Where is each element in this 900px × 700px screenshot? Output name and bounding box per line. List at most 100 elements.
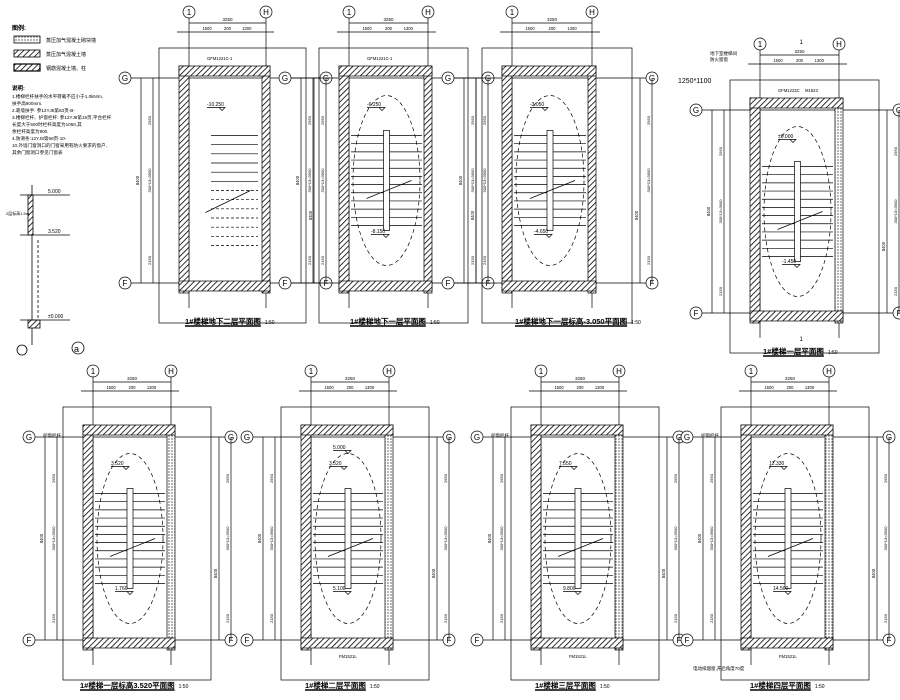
note-line: 4.防滑条:12YJ8第68页-10- — [12, 135, 67, 142]
dimension-text: 2950 — [225, 473, 230, 483]
dimension-text: 300*13=3900 — [893, 199, 898, 224]
detail-label: 2层标高1.5m — [6, 210, 30, 216]
dimension-text: 3250 — [345, 376, 356, 381]
dimension-text: 300*13=3900 — [51, 526, 56, 551]
axis-label: 1 — [91, 367, 96, 376]
dimension-text: 2150 — [718, 286, 723, 296]
axis-label: F — [446, 279, 451, 288]
axis-label: F — [887, 636, 892, 645]
dimension-text: 300*13=3900 — [718, 199, 723, 224]
axis-bubble — [16, 344, 28, 356]
wall-top — [338, 65, 433, 77]
elevation-symbol — [333, 450, 352, 454]
door-label: GFM1221C-1 — [207, 56, 233, 61]
dimension-text: 300*13=3900 — [709, 526, 714, 551]
plan-scale: 1:50 — [631, 320, 641, 326]
plan-scale: 1:50 — [265, 320, 275, 326]
annotation: 地下室楼梯间 — [710, 50, 737, 57]
dimension-text: 2950 — [883, 473, 888, 483]
axis-bubble — [182, 5, 196, 19]
dimension-text: 2150 — [51, 613, 56, 623]
wall-top — [740, 424, 834, 436]
outline — [280, 406, 430, 681]
axis-bubble — [832, 37, 846, 51]
break-line — [557, 538, 604, 557]
axis-bubble — [505, 5, 519, 19]
elevation-mark: 14.500 — [773, 586, 789, 592]
axis-bubble — [470, 633, 484, 647]
dimension-text: 2150 — [883, 613, 888, 623]
clearance-outline — [754, 453, 822, 624]
elevation-mark: -6.250 — [367, 102, 381, 108]
axis-bubble — [680, 633, 694, 647]
dimension-text: 8400 — [257, 533, 262, 543]
dimension-text: 1300 — [805, 385, 815, 390]
elevation-mark: 5.000 — [333, 445, 346, 451]
dimension-text: 3250 — [785, 376, 796, 381]
note-line: 10.外墙门窗洞口的门窗采用有防火要求的窗户, — [12, 142, 107, 149]
dimension-text: 2950 — [51, 473, 56, 483]
annotation: 护窗栏杆 — [701, 432, 719, 439]
clearance-outline — [515, 95, 585, 266]
dimension-text: 8400 — [881, 241, 886, 251]
wall-bottom — [749, 310, 844, 322]
dimension-text: 2950 — [893, 146, 898, 156]
axis-bubble — [822, 364, 836, 378]
annotation: 护窗栏杆 — [43, 432, 61, 439]
elevation-symbol — [329, 466, 348, 470]
elevation-symbol — [769, 466, 788, 470]
dimension-text: 1500 — [764, 385, 774, 390]
dimension-text: 8400 — [308, 210, 313, 220]
elevation-symbol — [563, 591, 582, 595]
wall-left — [749, 97, 761, 324]
dimension-text: 2950 — [147, 115, 152, 125]
elevation-mark: 5.100 — [333, 586, 346, 592]
axis-label: 1 — [309, 367, 314, 376]
axis-bubble — [22, 633, 36, 647]
axis-label: H — [836, 40, 842, 49]
dimension-text: 200 — [796, 58, 804, 63]
axis-label: F — [475, 636, 480, 645]
wall-top — [501, 65, 597, 77]
axis-label: F — [650, 279, 655, 288]
plan-title: 1#楼梯四层平面图 — [750, 680, 811, 690]
dimension-text: 2950 — [673, 473, 678, 483]
plan-title: 1#楼梯一层平面图 — [763, 346, 824, 356]
dimension-text: 1300 — [404, 26, 414, 31]
axis-label: H — [616, 367, 622, 376]
axis-bubble — [164, 364, 178, 378]
stair-well — [784, 488, 792, 589]
elevation-symbol — [367, 107, 386, 111]
axis-label: F — [447, 636, 452, 645]
axis-label: 1 — [749, 367, 754, 376]
wall-bottom — [501, 280, 597, 292]
detail-mark-bubble — [71, 341, 85, 355]
dimension-text: 300*13=3900 — [225, 526, 230, 551]
outline — [481, 47, 633, 324]
dimension-text: 300*13=3900 — [443, 526, 448, 551]
axis-label: F — [283, 279, 288, 288]
elevation-mark: ±0.000 — [778, 134, 793, 140]
wall-left — [178, 65, 190, 294]
plan-title: 1#楼梯地下一层标高-3.050平面图 — [515, 316, 628, 326]
dimension-text: 200 — [787, 385, 795, 390]
dimension-text: 8400 — [487, 533, 492, 543]
outline — [720, 406, 870, 681]
dimension-text: 8400 — [295, 175, 300, 185]
stair-well — [383, 130, 390, 231]
axis-label: G — [122, 74, 128, 83]
dimension-text: 3250 — [575, 376, 586, 381]
dimension-text: 2950 — [499, 473, 504, 483]
dimension-text: 2150 — [443, 613, 448, 623]
annotation: 1250*1100 — [678, 78, 711, 85]
outline — [158, 47, 307, 324]
dimension-text: 300*13=3900 — [470, 168, 475, 193]
detail-elevation: ±0.000 — [48, 314, 63, 320]
clearance-outline — [544, 453, 612, 624]
dimension-text: 200 — [347, 385, 355, 390]
